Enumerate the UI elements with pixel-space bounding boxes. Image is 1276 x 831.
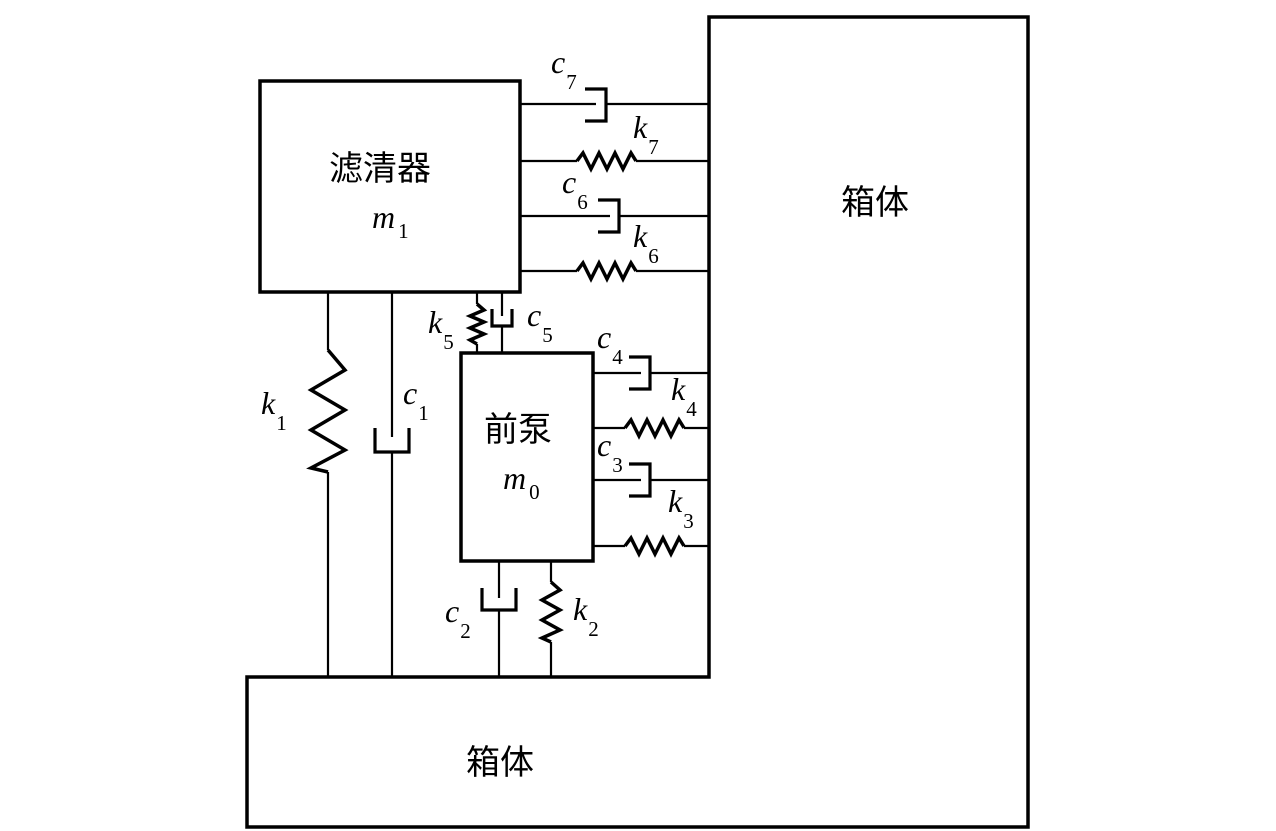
spring-k7 <box>520 149 709 173</box>
c5-label: c5 <box>527 297 553 347</box>
damper-c6 <box>520 198 709 234</box>
k1-label: k1 <box>261 385 287 435</box>
c7-label: c7 <box>551 44 577 94</box>
c3-label: c3 <box>597 427 623 477</box>
spring-k4 <box>593 416 709 440</box>
damper-c3 <box>593 462 709 498</box>
damper-c1 <box>373 292 411 677</box>
housing-label-bottom: 箱体 <box>466 743 534 783</box>
damper-c7 <box>520 87 709 123</box>
spring-k1 <box>306 292 349 677</box>
damper-c5 <box>490 292 514 353</box>
damper-c4 <box>593 355 709 391</box>
housing-frame <box>245 15 1030 829</box>
filter-box <box>258 79 522 294</box>
housing-label-right: 箱体 <box>841 183 909 223</box>
c1-label: c1 <box>403 375 429 425</box>
k6-label: k6 <box>633 218 659 268</box>
filter-name: 滤清器 <box>329 149 431 189</box>
c4-label: c4 <box>597 319 623 369</box>
k3-label: k3 <box>668 483 694 533</box>
k5-label: k5 <box>428 304 454 354</box>
pump-box <box>459 351 595 563</box>
spring-k3 <box>593 534 709 558</box>
pump-name: 前泵 <box>484 410 552 450</box>
k2-label: k2 <box>573 591 599 641</box>
k4-label: k4 <box>671 371 697 421</box>
spring-k5 <box>465 292 489 353</box>
c6-label: c6 <box>562 164 588 214</box>
k7-label: k7 <box>633 109 659 159</box>
spring-k2 <box>537 561 564 677</box>
damper-c2 <box>480 561 518 677</box>
spring-k6 <box>520 259 709 283</box>
c2-label: c2 <box>445 593 471 643</box>
